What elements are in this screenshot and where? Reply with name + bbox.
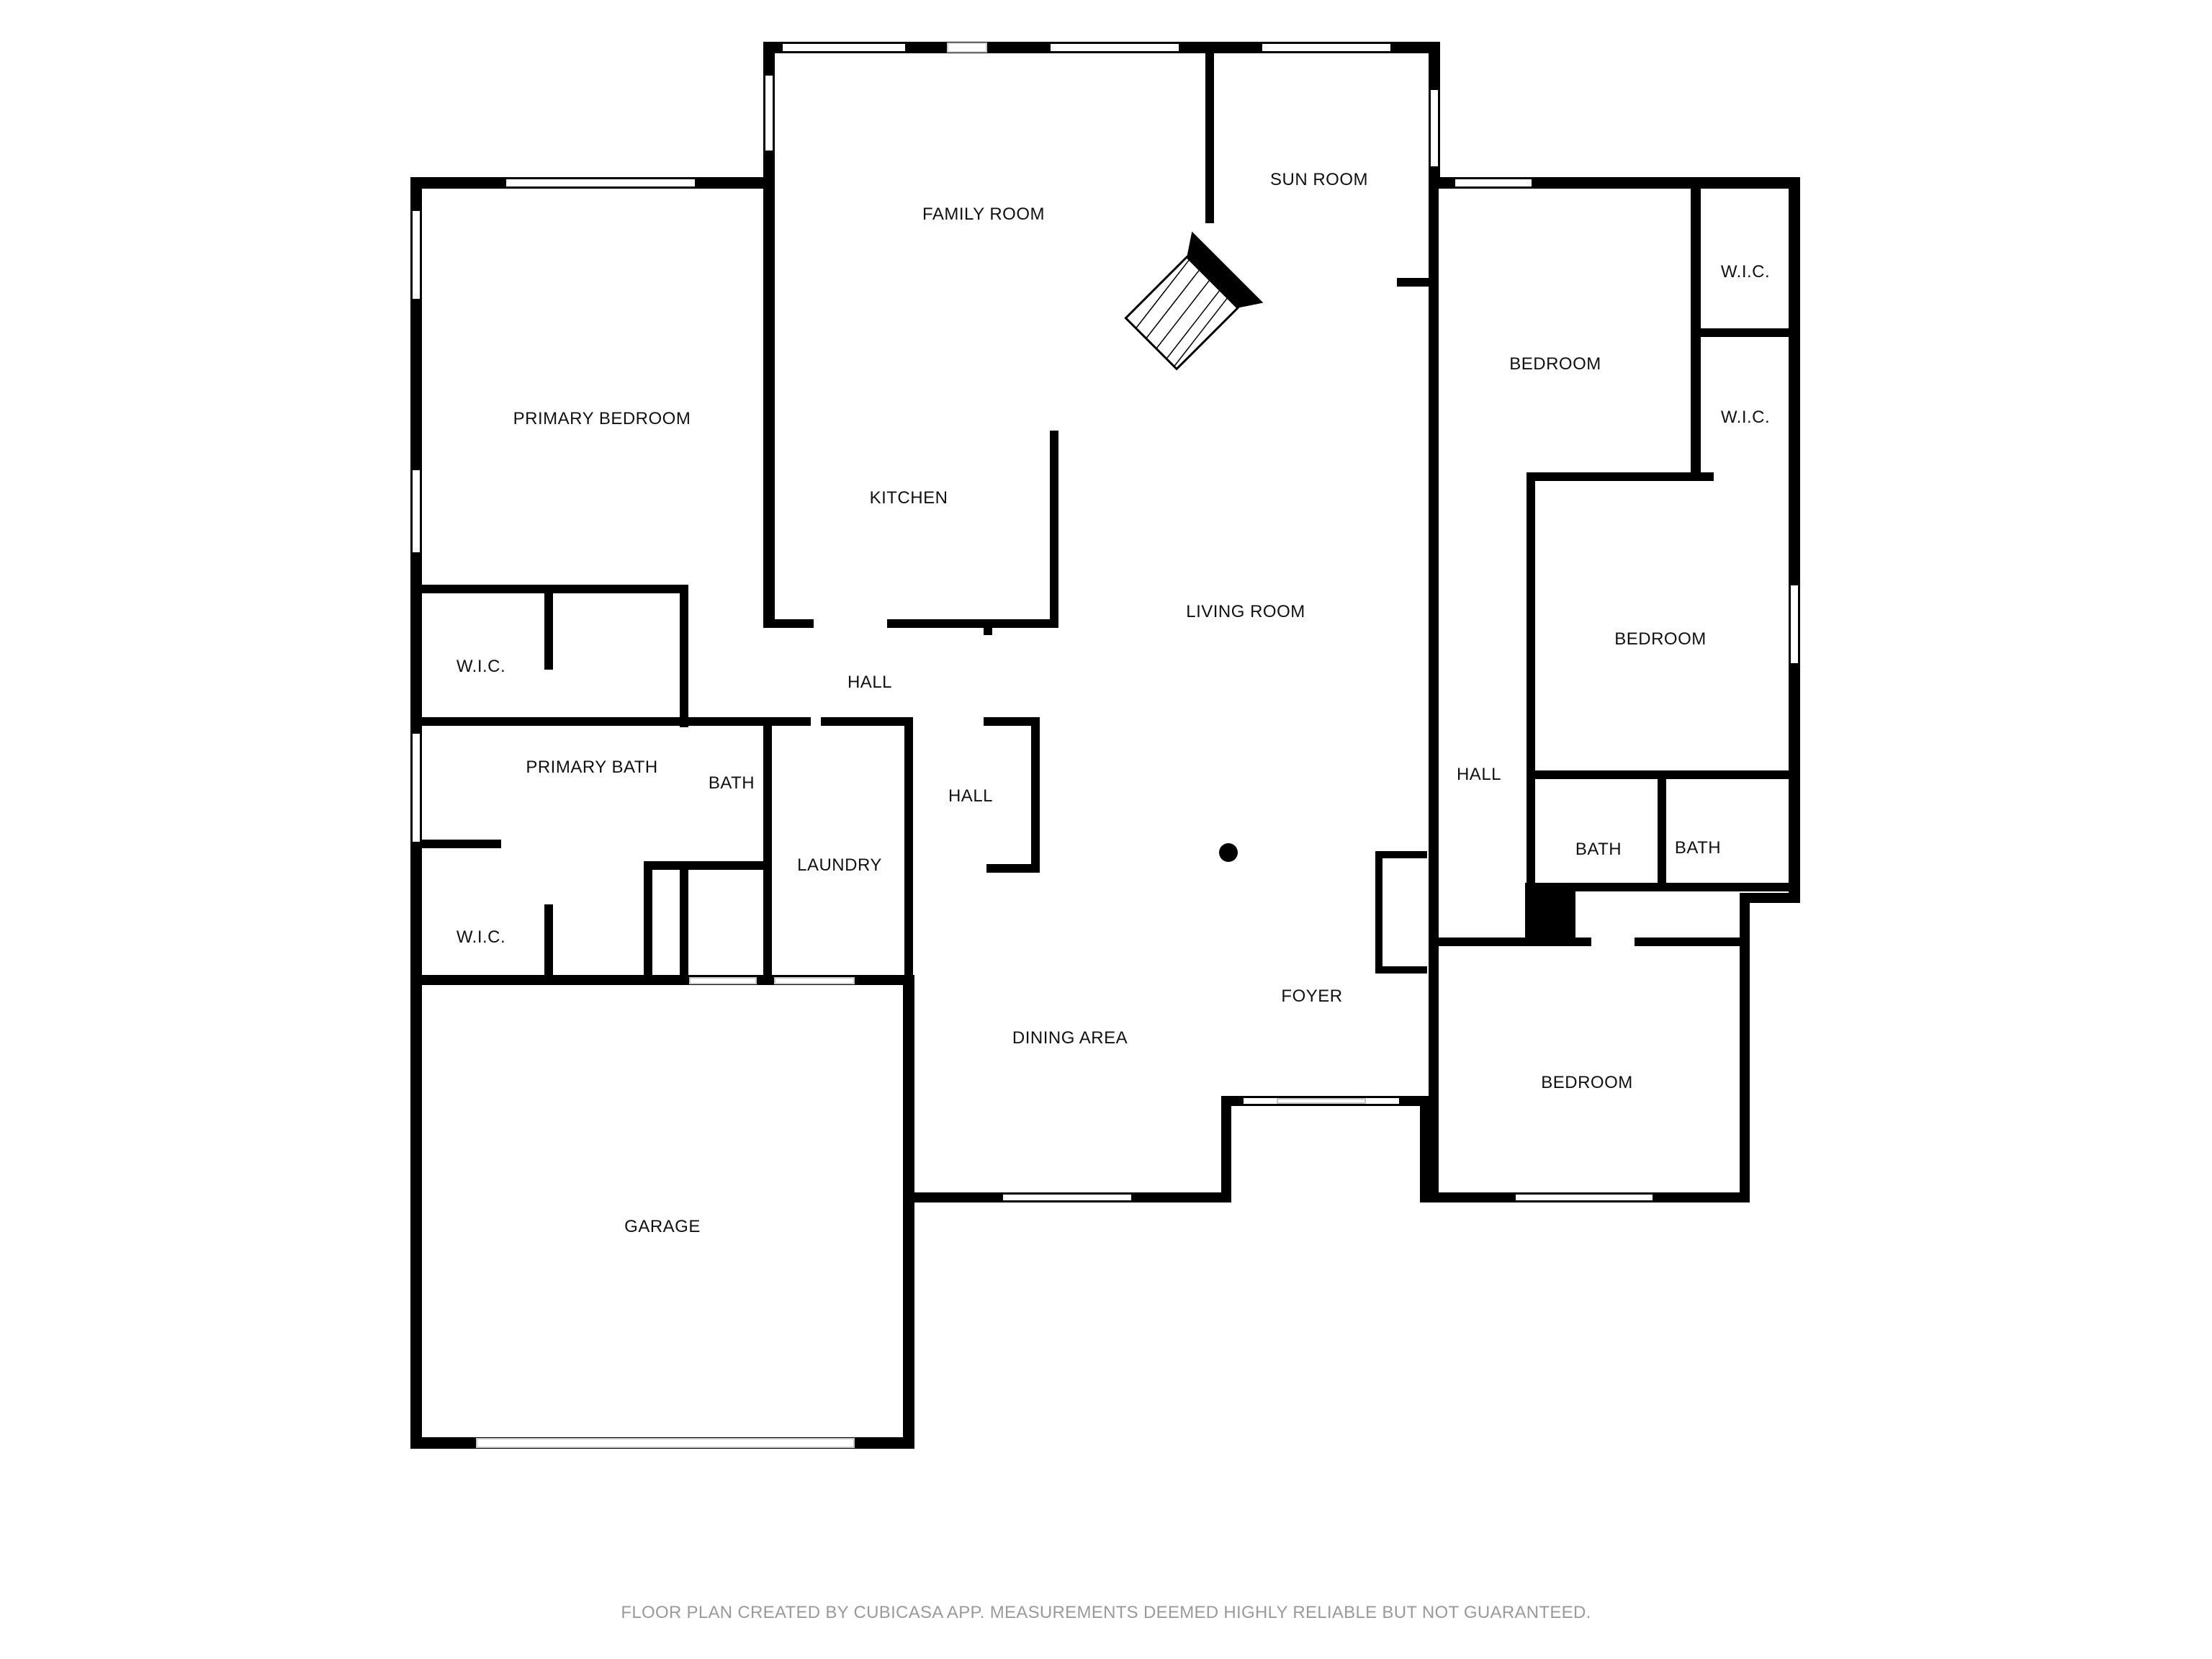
column-icon: [1219, 843, 1238, 862]
room-label-primary-bath: PRIMARY BATH: [526, 757, 658, 777]
room-label-bath-right-2: BATH: [1674, 838, 1722, 858]
door-openings: [476, 42, 1366, 1448]
room-label-family-room: FAMILY ROOM: [922, 204, 1045, 224]
fireplace-icon: [1124, 231, 1264, 371]
room-label-dining-area: DINING AREA: [1012, 1028, 1128, 1048]
room-label-laundry: LAUNDRY: [797, 855, 882, 875]
room-label-wic-3: W.I.C.: [456, 657, 506, 676]
windows: [411, 42, 1799, 1202]
exterior-walls: [410, 42, 1800, 1449]
room-label-primary-bedroom: PRIMARY BEDROOM: [513, 409, 691, 428]
room-label-wic-4: W.I.C.: [456, 927, 506, 947]
room-label-sun-room: SUN ROOM: [1270, 170, 1368, 189]
room-label-wic-1: W.I.C.: [1720, 262, 1771, 282]
room-label-kitchen: KITCHEN: [869, 488, 948, 508]
room-label-bath-right-1: BATH: [1575, 840, 1622, 859]
room-label-bedroom-2: BEDROOM: [1614, 629, 1707, 649]
room-label-bath-left: BATH: [708, 773, 755, 793]
room-label-hall-2: HALL: [948, 786, 994, 806]
room-label-wic-2: W.I.C.: [1720, 408, 1771, 427]
room-label-bedroom-3: BEDROOM: [1541, 1073, 1633, 1092]
room-label-hall-right: HALL: [1456, 765, 1502, 784]
room-label-bedroom-1: BEDROOM: [1509, 354, 1601, 374]
disclaimer-text: FLOOR PLAN CREATED BY CUBICASA APP. MEAS…: [621, 1603, 1591, 1622]
room-label-living-room: LIVING ROOM: [1186, 602, 1305, 621]
room-label-foyer: FOYER: [1281, 986, 1343, 1006]
interior-walls: [410, 50, 1800, 1202]
room-label-garage: GARAGE: [624, 1217, 701, 1236]
room-label-hall-1: HALL: [847, 673, 893, 692]
